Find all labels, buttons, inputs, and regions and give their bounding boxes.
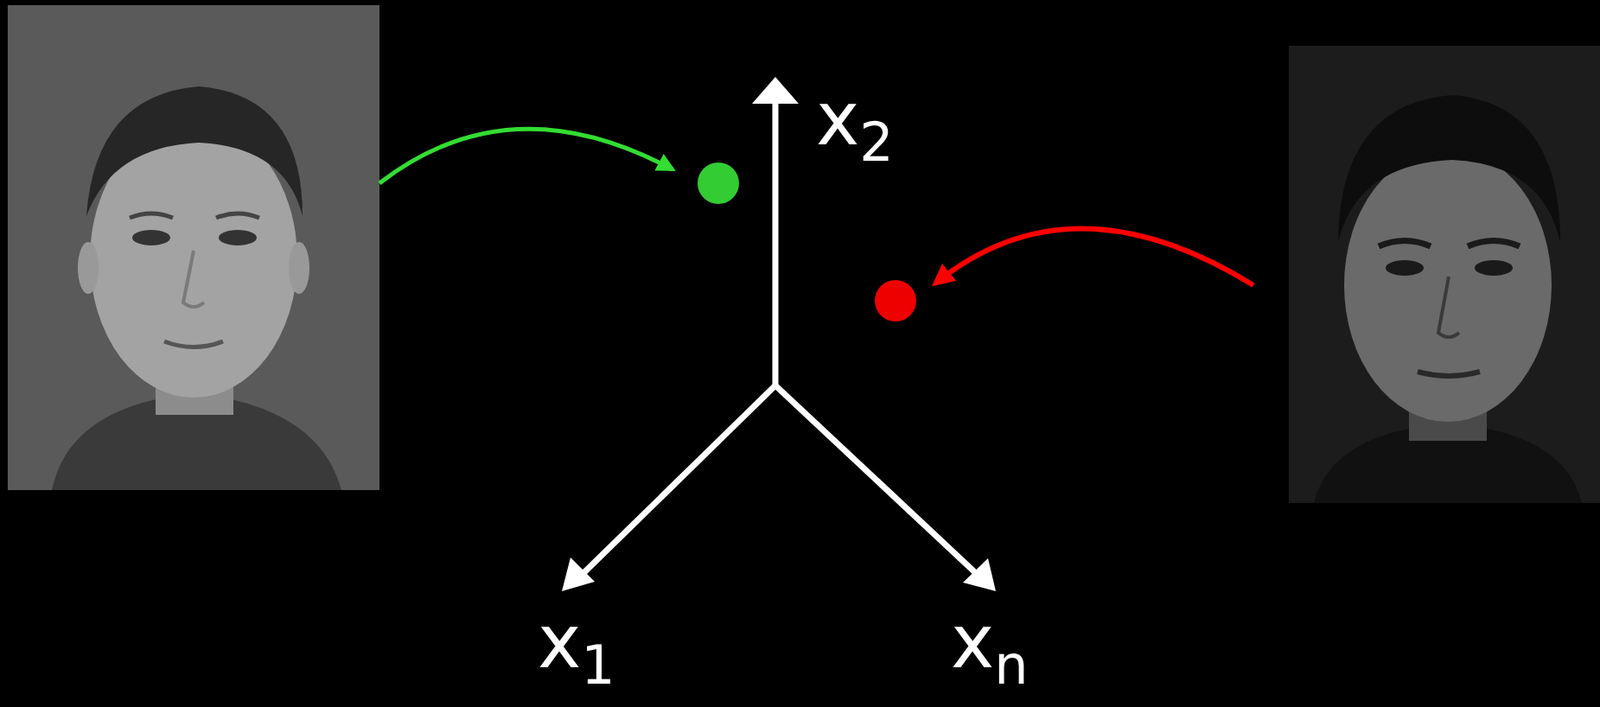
face-photo — [1288, 45, 1600, 504]
axis-subscript: 1 — [580, 633, 615, 697]
axis-arrowhead — [561, 76, 996, 592]
axis-label: x2 — [815, 82, 894, 156]
axis-label: x1 — [537, 605, 616, 679]
red-point — [874, 280, 917, 322]
axis-label: xn — [950, 605, 1029, 679]
axis-subscript: n — [994, 633, 1028, 697]
axis-subscript: 2 — [859, 110, 893, 174]
coordinate-axes — [580, 101, 979, 576]
mapping-arrow — [379, 128, 673, 184]
green-point — [697, 162, 740, 204]
mapping-arrow — [935, 228, 1254, 286]
face-photo — [7, 5, 380, 491]
